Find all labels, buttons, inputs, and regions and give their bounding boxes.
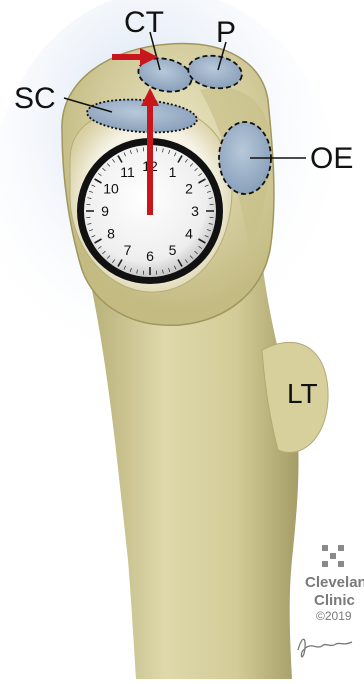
logo-year: ©2019 [316,609,352,623]
clock-number: 4 [185,226,193,242]
cleveland-clinic-mark-icon [322,545,344,567]
cleveland-clinic-logo: Cleveland Clinic ©2019 [298,545,364,657]
label-sc: SC [14,82,56,115]
label-p: P [216,16,236,49]
logo-line1: Cleveland [305,574,364,591]
clock-number: 8 [107,226,115,242]
clock-number: 9 [101,203,109,219]
logo-line2: Clinic [314,592,355,609]
clock-number: 3 [191,203,199,219]
clock-number: 11 [120,164,135,180]
clock-number: 6 [146,248,154,264]
red-vertical-arrow-shaft [147,103,153,215]
label-lt: LT [287,378,318,409]
artist-signature [298,639,352,657]
clock-number: 1 [169,164,177,180]
label-ct: CT [124,6,164,39]
clock-number: 7 [124,242,132,258]
label-oe: OE [310,142,353,175]
clock-number: 5 [169,242,177,258]
red-horizontal-arrow-shaft [112,54,142,60]
clock-number: 2 [185,181,193,197]
clock-number: 10 [103,181,119,197]
